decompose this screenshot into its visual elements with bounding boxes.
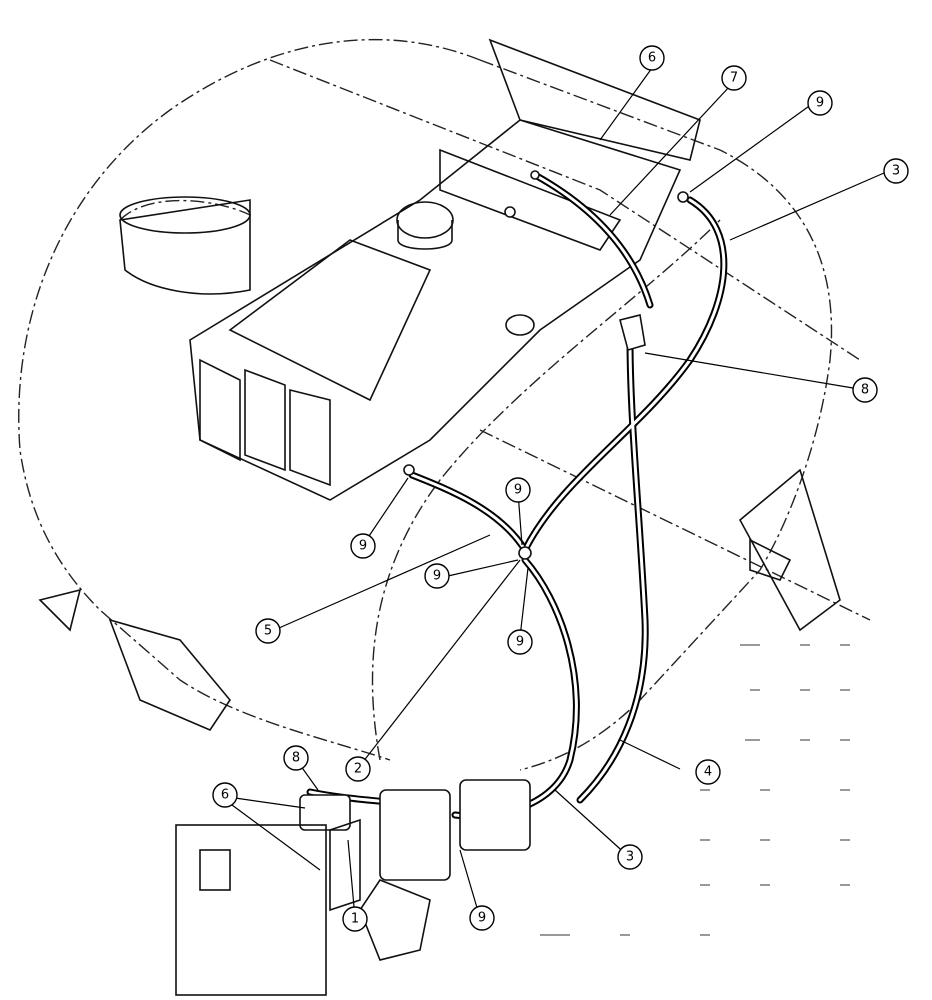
tank-outline — [18, 39, 871, 771]
callout-9-bottom: 9 — [469, 905, 495, 931]
tank-shell — [38, 38, 841, 731]
callout-9-junction-top: 9 — [505, 477, 531, 503]
callout-9-top: 9 — [807, 90, 833, 116]
callout-label: 4 — [704, 765, 712, 780]
callout-label: 6 — [648, 51, 656, 66]
callout-label: 1 — [351, 912, 359, 927]
callout-9-left: 9 — [350, 533, 376, 559]
callout-label: 8 — [292, 751, 300, 766]
callout-label: 7 — [730, 71, 738, 86]
callout-3-bottom: 3 — [617, 844, 643, 870]
callout-8-bottom: 8 — [283, 745, 309, 771]
callout-8-right: 8 — [852, 377, 878, 403]
callout-label: 6 — [221, 788, 229, 803]
callout-label: 3 — [892, 164, 900, 179]
callout-6-top: 6 — [639, 45, 665, 71]
callout-label: 8 — [861, 383, 869, 398]
callout-4: 4 — [695, 759, 721, 785]
callout-9-junction-bottom: 9 — [507, 629, 533, 655]
callout-label: 2 — [354, 762, 362, 777]
callout-3-top: 3 — [883, 158, 909, 184]
callout-label: 3 — [626, 850, 634, 865]
callout-label: 9 — [516, 635, 524, 650]
callout-label: 9 — [478, 911, 486, 926]
callout-label: 9 — [816, 96, 824, 111]
callout-label: 9 — [359, 539, 367, 554]
callout-7: 7 — [721, 65, 747, 91]
callout-label: 5 — [264, 624, 272, 639]
callout-9-junction-left: 9 — [424, 563, 450, 589]
callout-6-bottom: 6 — [212, 782, 238, 808]
valve-cluster — [175, 170, 689, 996]
hose-8-riser — [576, 336, 649, 804]
callout-label: 9 — [514, 483, 522, 498]
construction-dashes — [540, 644, 850, 936]
callout-5: 5 — [255, 618, 281, 644]
callout-1: 1 — [342, 906, 368, 932]
leader-lines — [231, 67, 885, 919]
callout-label: 9 — [433, 569, 441, 584]
callout-2: 2 — [345, 756, 371, 782]
hose-3-lower — [451, 556, 580, 820]
